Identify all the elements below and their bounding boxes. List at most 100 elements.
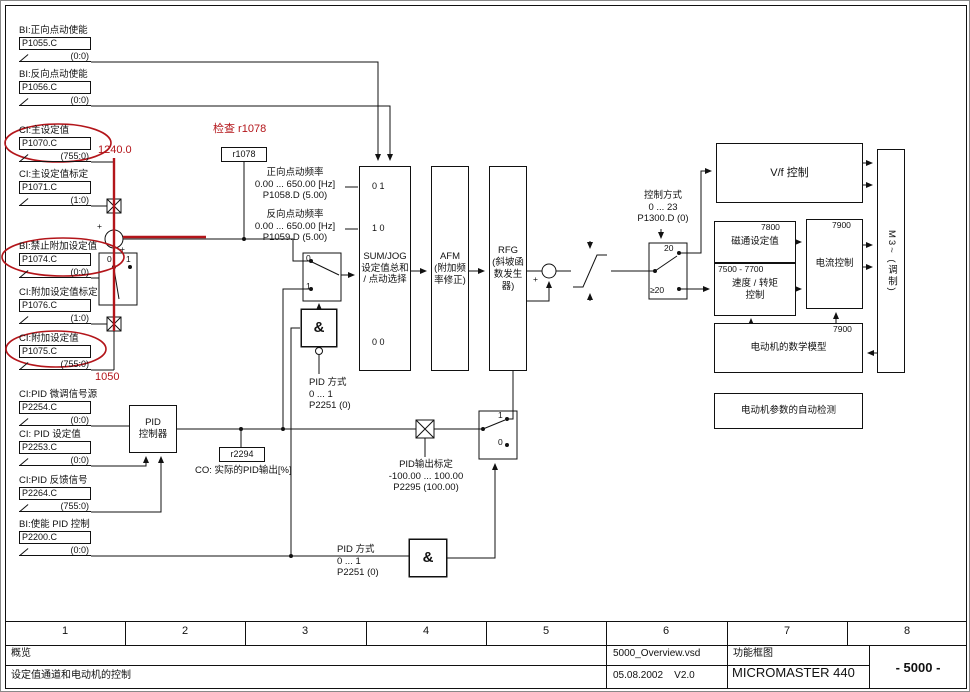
param-default: (755:0) (19, 358, 91, 370)
switch-pid-pos-0: 0 (498, 437, 503, 447)
col-divider (606, 621, 607, 645)
input-label: CI:PID 微调信号源 (19, 389, 98, 400)
param-box: P1076.C (19, 299, 91, 312)
jog-fwd-frequency-label: 正向点动频率 0.00 ... 650.00 [Hz] P1058.D (5.0… (254, 167, 336, 201)
doc-overview-label: 概览 (11, 648, 31, 659)
col-divider (125, 621, 126, 645)
input-disable-additional-setpoint: BI:禁止附加设定值 P1074.C (0:0) (19, 241, 98, 278)
param-default: (0:0) (19, 266, 91, 278)
input-label: BI:禁止附加设定值 (19, 241, 98, 252)
input-additional-setpoint: CI:附加设定值 P1075.C (755:0) (19, 333, 91, 370)
grid-col-2: 2 (181, 625, 189, 637)
pid-mode-label-1: PID 方式 0 ... 1 P2251 (0) (309, 377, 351, 411)
param-box: P2254.C (19, 401, 91, 414)
jog-rev-frequency-label: 反向点动频率 0.00 ... 650.00 [Hz] P1059.D (5.0… (254, 209, 336, 243)
input-label: CI:附加设定值标定 (19, 287, 98, 298)
param-default: (0:0) (19, 414, 91, 426)
red-annotations (1, 123, 206, 368)
motor-identification-block: 电动机参数的自动检测 (714, 393, 863, 429)
input-main-setpoint: CI:主设定值 P1070.C (755:0) (19, 125, 91, 162)
col-divider (727, 621, 728, 645)
speed-torque-control-block: 速度 / 转矩 控制 (714, 263, 796, 316)
param-default: (1:0) (19, 194, 91, 206)
input-label: CI: PID 设定值 (19, 429, 81, 440)
sum-jog-code-01: 0 1 (372, 181, 385, 191)
param-default: (0:0) (19, 454, 91, 466)
col-divider (366, 621, 367, 645)
param-box: P1071.C (19, 181, 91, 194)
param-default: (0:0) (19, 544, 91, 556)
switch-ctrl-pos-20: 20 (664, 243, 674, 253)
sum-jog-code-10: 1 0 (372, 223, 385, 233)
current-control-block: 电流控制 (806, 219, 863, 309)
pid-mode-label-2: PID 方式 0 ... 1 P2251 (0) (337, 544, 379, 578)
product-name: MICROMASTER 440 (732, 665, 855, 680)
doc-date-version: 05.08.2002 V2.0 (613, 670, 695, 681)
sum-jog-block: SUM/JOG 设定值总和 / 点动选择 (359, 166, 411, 371)
and-gate-2: & (409, 539, 447, 577)
speed-torque-fp-number: 7500 - 7700 (718, 264, 764, 274)
rfg-block: RFG (斜坡函 数发生 器) (489, 166, 527, 371)
titleblock-divider (727, 645, 728, 689)
modulation-block: M3~ (调制) (877, 149, 905, 373)
param-box: P1055.C (19, 37, 91, 50)
sum-plus-additional: + (120, 244, 125, 254)
input-pid-trim-source: CI:PID 微调信号源 P2254.C (0:0) (19, 389, 98, 426)
grid-col-1: 1 (61, 625, 69, 637)
switch-pid-pos-1: 1 (498, 410, 503, 420)
tap-r2294: r2294 (219, 447, 265, 462)
param-box: P1074.C (19, 253, 91, 266)
pid-controller-block: PID 控制器 (129, 405, 177, 453)
flux-setpoint-fp-number: 7800 (761, 222, 780, 232)
switch-addsp-pos-1: 1 (126, 254, 131, 264)
param-box: P2253.C (19, 441, 91, 454)
input-label: BI:使能 PID 控制 (19, 519, 90, 530)
pid-output-scaling-label: PID输出标定 -100.00 ... 100.00 P2295 (100.00… (388, 459, 464, 493)
param-box: P2200.C (19, 531, 91, 544)
tap-r1078: r1078 (221, 147, 267, 162)
input-main-setpoint-scaling: CI:主设定值标定 P1071.C (1:0) (19, 169, 91, 206)
param-default: (0:0) (19, 50, 91, 62)
titleblock-divider (606, 645, 607, 689)
input-label: CI:主设定值标定 (19, 169, 89, 180)
current-control-fp-number: 7900 (832, 220, 851, 230)
switch-ctrl-pos-ge20: ≥20 (650, 285, 665, 295)
tap-r2294-caption: CO: 实际的PID输出[%] (195, 465, 292, 476)
param-default: (755:0) (19, 150, 91, 162)
sum-plus-main: + (97, 221, 102, 231)
sum-jog-code-00: 0 0 (372, 337, 385, 347)
grid-col-6: 6 (662, 625, 670, 637)
input-label: CI:PID 反馈信号 (19, 475, 88, 486)
param-default: (755:0) (19, 500, 91, 512)
afm-block: AFM (附加频 率修正) (431, 166, 469, 371)
sum-plus-pid: + (533, 274, 538, 284)
param-box: P1070.C (19, 137, 91, 150)
handwritten-value-1050: 1050 (95, 371, 120, 383)
input-pid-feedback: CI:PID 反馈信号 P2264.C (755:0) (19, 475, 91, 512)
input-label: BI:正向点动使能 (19, 25, 88, 36)
handwritten-value-1240: 1240.0 (98, 144, 132, 156)
grid-col-5: 5 (542, 625, 550, 637)
motor-model-fp-number: 7900 (833, 324, 852, 334)
switch-setpoint-pos-0: 0 (306, 253, 311, 263)
doc-subtitle: 设定值通道和电动机的控制 (11, 670, 131, 681)
input-pid-setpoint: CI: PID 设定值 P2253.C (0:0) (19, 429, 91, 466)
col-divider (486, 621, 487, 645)
titleblock-divider (869, 645, 870, 689)
sum-jog-title: SUM/JOG 设定值总和 / 点动选择 (361, 251, 409, 286)
control-mode-label: 控制方式 0 ... 23 P1300.D (0) (637, 190, 689, 224)
switch-setpoint-pos-1: 1 (306, 281, 311, 291)
titleblock-row-line (5, 665, 869, 666)
input-pid-enable: BI:使能 PID 控制 P2200.C (0:0) (19, 519, 91, 556)
input-label: CI:主设定值 (19, 125, 70, 136)
param-box: P1075.C (19, 345, 91, 358)
param-default: (1:0) (19, 312, 91, 324)
grid-col-8: 8 (903, 625, 911, 637)
param-default: (0:0) (19, 94, 91, 106)
input-label: BI:反向点动使能 (19, 69, 88, 80)
input-label: CI:附加设定值 (19, 333, 79, 344)
grid-col-7: 7 (783, 625, 791, 637)
col-divider (245, 621, 246, 645)
